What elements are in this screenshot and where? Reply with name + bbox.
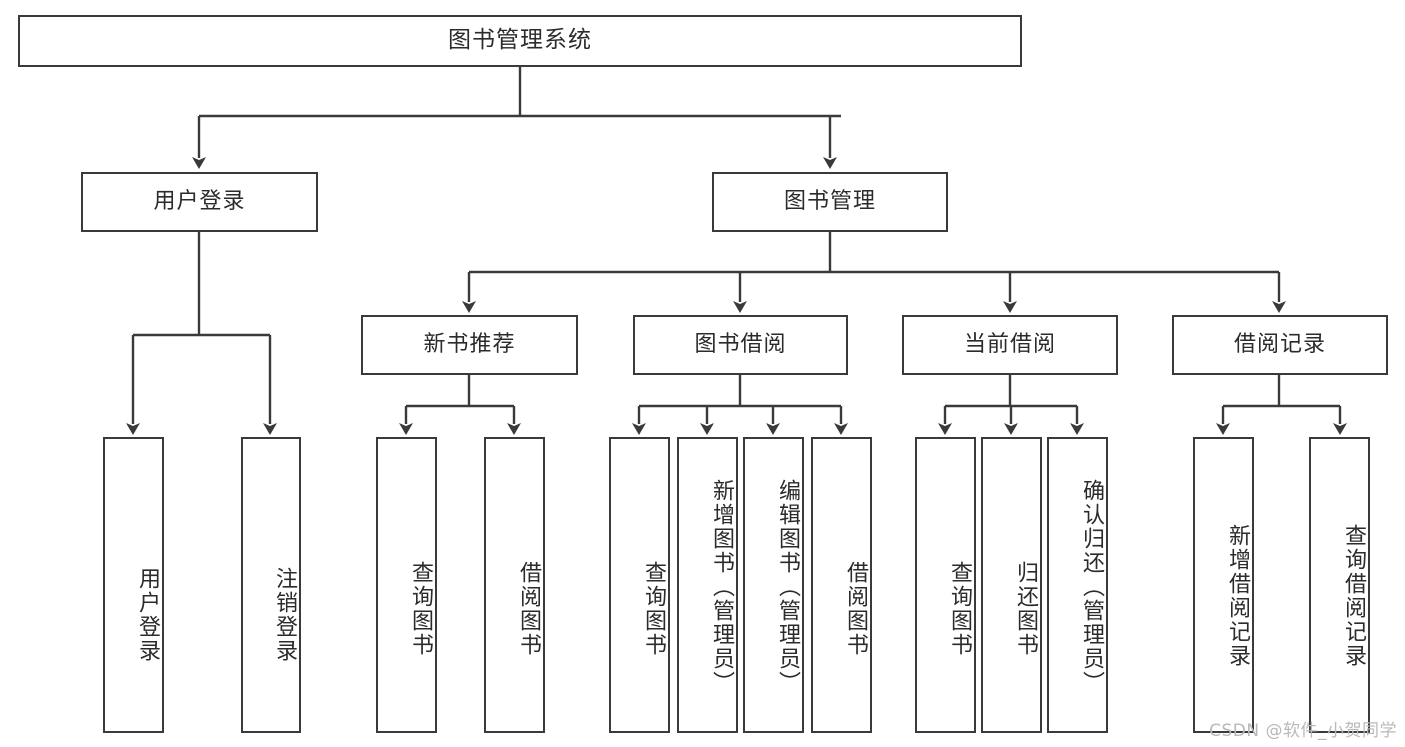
leaf-confirm-return-admin[interactable]: 确认归还（管理员） (1047, 437, 1108, 733)
node-book-management[interactable]: 图书管理 (712, 172, 948, 232)
leaf-query-borrow-record[interactable]: 查询借阅记录 (1309, 437, 1370, 733)
node-user-login[interactable]: 用户登录 (81, 172, 318, 232)
node-root-system[interactable]: 图书管理系统 (18, 15, 1022, 67)
leaf-query-book-borrow[interactable]: 查询图书 (609, 437, 670, 733)
leaf-borrow-book-recommend[interactable]: 借阅图书 (484, 437, 545, 733)
leaf-add-borrow-record[interactable]: 新增借阅记录 (1193, 437, 1254, 733)
leaf-borrow-book[interactable]: 借阅图书 (811, 437, 872, 733)
leaf-edit-book-admin[interactable]: 编辑图书（管理员） (743, 437, 804, 733)
node-current-borrow[interactable]: 当前借阅 (902, 315, 1118, 375)
leaf-user-login[interactable]: 用户登录 (103, 437, 164, 733)
node-book-borrow[interactable]: 图书借阅 (633, 315, 848, 375)
leaf-logout[interactable]: 注销登录 (241, 437, 301, 733)
leaf-query-book-current[interactable]: 查询图书 (915, 437, 976, 733)
leaf-add-book-admin[interactable]: 新增图书（管理员） (677, 437, 738, 733)
leaf-return-book[interactable]: 归还图书 (981, 437, 1042, 733)
node-new-book-recommend[interactable]: 新书推荐 (361, 315, 578, 375)
leaf-query-book-recommend[interactable]: 查询图书 (376, 437, 437, 733)
node-borrow-record[interactable]: 借阅记录 (1172, 315, 1388, 375)
